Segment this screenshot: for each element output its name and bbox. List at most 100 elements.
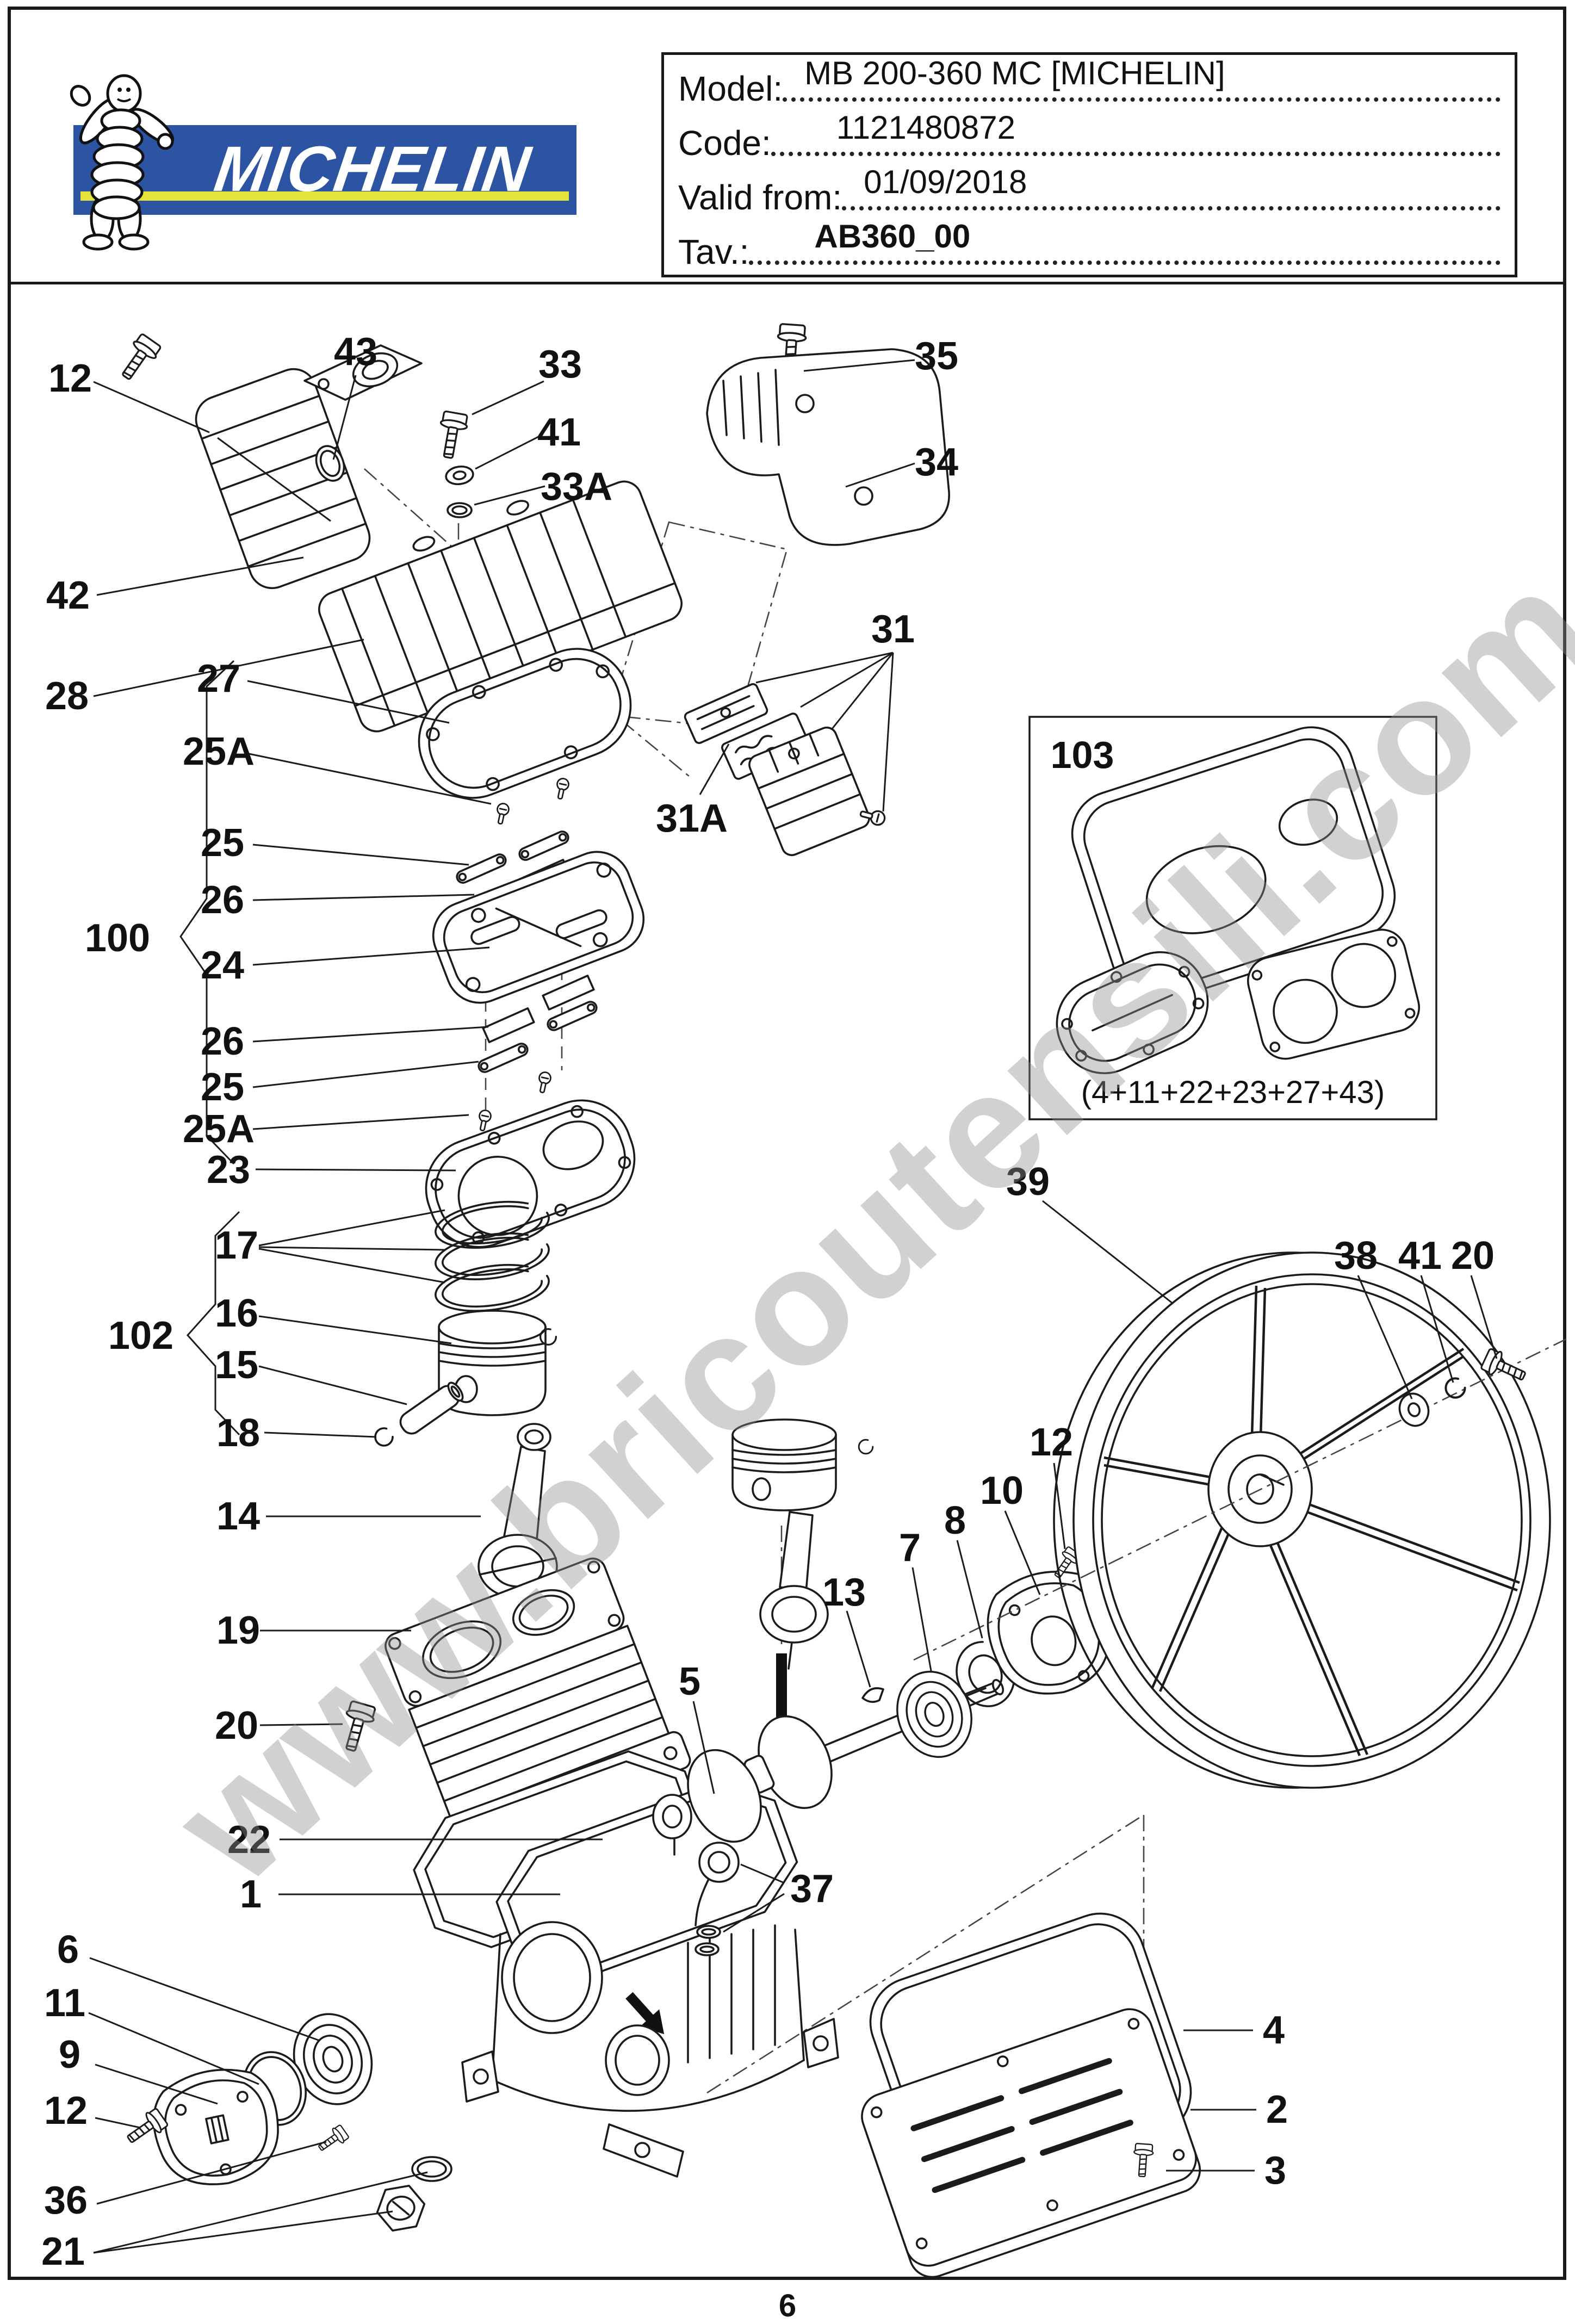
flywheel-axis-line: [913, 1338, 1567, 1661]
part-label-19: 19: [216, 1609, 260, 1652]
part-18-clip-drawing: [858, 1439, 874, 1455]
part-24-valve-plate-drawing: [432, 851, 645, 1004]
title-block: Model: MB 200-360 MC [MICHELIN] Code: 11…: [661, 52, 1517, 277]
part-33a-oring-drawing: [447, 502, 473, 518]
part-34-head-cover-drawing: [706, 348, 950, 546]
part-33-screw-drawing: [434, 410, 470, 461]
part-label-24: 24: [201, 944, 244, 987]
part-label-12: 12: [48, 357, 92, 400]
part-27-gasket-drawing: [418, 648, 632, 799]
part-17-piston-rings-drawing: [435, 1200, 550, 1312]
assembly-direction-arrow-small: [625, 1992, 665, 2035]
part-label-33: 33: [538, 343, 582, 386]
part-label-39: 39: [1006, 1160, 1050, 1204]
part-41-washer-drawing: [444, 463, 475, 487]
part-label-10: 10: [980, 1469, 1024, 1513]
code-dotted-line: 1121480872: [771, 109, 1500, 156]
part-label-36: 36: [44, 2179, 88, 2222]
model-dotted-line: MB 200-360 MC [MICHELIN]: [783, 55, 1500, 102]
part-31-reed-valve-drawing: [684, 683, 888, 857]
model-value: MB 200-360 MC [MICHELIN]: [804, 55, 1225, 91]
part-label-9: 9: [59, 2033, 80, 2077]
part-label-8: 8: [944, 1499, 966, 1542]
part-label-12b: 12: [1030, 1421, 1073, 1464]
part-2-sump-plate-drawing: [861, 2008, 1201, 2278]
part-label-20b: 20: [1451, 1234, 1495, 1278]
part-label-18: 18: [216, 1411, 260, 1455]
part-12-screw-drawing: [114, 331, 164, 386]
part-25a-screw-drawing: [535, 1070, 553, 1094]
part-label-1: 1: [240, 1873, 262, 1916]
part-9-cover-drawing: [152, 2068, 279, 2185]
tav-row: Tav.: AB360_00: [678, 218, 1500, 272]
header-divider: [8, 282, 1566, 284]
part-label-14: 14: [216, 1495, 260, 1538]
part-label-4: 4: [1263, 2009, 1285, 2052]
valid-from-row: Valid from: 01/09/2018: [678, 164, 1500, 218]
part-label-27: 27: [197, 657, 240, 701]
part-36-screw-drawing: [314, 2123, 351, 2156]
part-label-20: 20: [215, 1704, 258, 1747]
part-label-21: 21: [41, 2230, 85, 2273]
part-20-bolt-drawing: [336, 1699, 378, 1755]
part-label-38: 38: [1334, 1234, 1378, 1278]
inset-caption: (4+11+22+23+27+43): [1081, 1075, 1385, 1110]
code-label: Code:: [678, 123, 771, 163]
part-25-strap-drawing: [478, 1001, 598, 1073]
part-label-7: 7: [899, 1526, 921, 1570]
code-value: 1121480872: [836, 109, 1016, 146]
part-label-41b: 41: [1398, 1234, 1442, 1278]
part-label-5: 5: [679, 1660, 700, 1703]
part-14-connecting-rod-drawing: [478, 1423, 558, 1599]
part-18-clip-drawing: [374, 1427, 394, 1447]
part-10-bearing-cover-drawing: [987, 1570, 1111, 1695]
part-15-wrist-pin-drawing: [399, 1381, 464, 1435]
model-label: Model:: [678, 69, 783, 108]
valid-from-label: Valid from:: [678, 178, 842, 217]
part-label-25b: 25: [201, 1065, 244, 1109]
part-26-plate-drawing: [482, 975, 595, 1043]
part-37-eyebolt-drawing: [695, 1842, 740, 1956]
part-label-2: 2: [1266, 2088, 1288, 2131]
part-label-12c: 12: [44, 2089, 88, 2133]
part-21-oil-plug-drawing: [376, 2156, 452, 2232]
tav-dotted-line: AB360_00: [749, 218, 1500, 265]
part-label-28: 28: [45, 674, 89, 718]
group-brackets: [179, 660, 240, 1436]
part-13-key-drawing: [861, 1687, 884, 1703]
code-row: Code: 1121480872: [678, 109, 1500, 164]
piston-rod-assembly-drawing: [731, 1418, 837, 1670]
valid-from-dotted-line: 01/09/2018: [842, 164, 1500, 210]
part-label-42: 42: [46, 574, 90, 617]
part-label-11: 11: [44, 1981, 85, 2025]
part-label-15: 15: [215, 1343, 258, 1387]
part-label-13: 13: [822, 1571, 866, 1614]
part-label-22: 22: [227, 1818, 271, 1862]
inset-label: 103: [1051, 734, 1114, 776]
part-38-washer-drawing: [1398, 1392, 1430, 1427]
part-label-26b: 26: [201, 1020, 244, 1063]
part-25a-screw-drawing: [493, 802, 511, 826]
part-label-34: 34: [915, 441, 958, 484]
part-25a-screw-drawing: [553, 777, 571, 801]
part-label-17: 17: [215, 1224, 258, 1267]
part-label-41: 41: [537, 411, 581, 454]
part-18-clip-drawing: [539, 1328, 557, 1346]
michelin-logo-yellow-stripe: [80, 191, 569, 201]
part-label-3: 3: [1264, 2149, 1286, 2192]
part-label-33a: 33A: [541, 465, 612, 509]
part-label-23: 23: [207, 1148, 250, 1192]
part-label-100: 100: [85, 916, 150, 960]
part-label-37: 37: [790, 1867, 834, 1911]
part-label-25a: 25A: [183, 730, 255, 773]
part-label-26: 26: [201, 878, 244, 922]
part-label-6: 6: [57, 1928, 79, 1972]
part-23-gasket-drawing: [425, 1099, 636, 1248]
gasket-kit-inset-box: 103 (4+11+22+23+27+43): [1028, 716, 1437, 1120]
part-label-25: 25: [201, 821, 244, 865]
part-label-31: 31: [871, 608, 915, 651]
part-label-16: 16: [215, 1292, 258, 1335]
part-label-102: 102: [108, 1314, 173, 1358]
part-25a-screw-drawing: [475, 1108, 493, 1132]
